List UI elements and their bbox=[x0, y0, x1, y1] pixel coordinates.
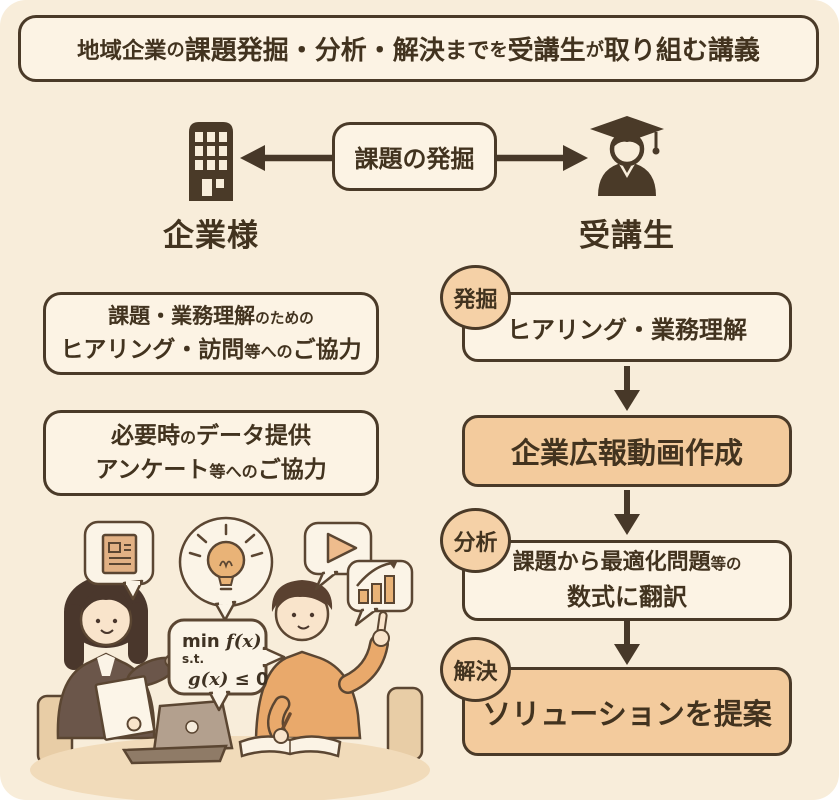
math-bubble: min f(x) s.t. g(x) ≤ 0 bbox=[167, 618, 286, 712]
chair bbox=[386, 686, 424, 762]
arrow-down-icon bbox=[614, 620, 640, 665]
writing-hand bbox=[273, 728, 289, 744]
man-figure bbox=[254, 580, 390, 745]
link-label-box: 課題の発掘 bbox=[332, 122, 497, 191]
document-icon bbox=[101, 533, 138, 575]
link-label: 課題の発掘 bbox=[354, 145, 475, 173]
graduate-icon bbox=[590, 116, 664, 196]
svg-text:min f(x): min f(x) bbox=[182, 631, 262, 652]
page-title: 地域企業の課題発掘・分析・解決までを受講生が取り組む講義 bbox=[18, 15, 819, 82]
play-icon bbox=[326, 532, 358, 564]
chart-icon bbox=[356, 560, 398, 604]
step-label: 企業広報動画作成 bbox=[510, 436, 743, 470]
panel-line: アンケート等へのご協力 bbox=[95, 457, 327, 483]
badge-solve: 解決 bbox=[440, 637, 511, 702]
math-formula: min f(x) s.t. g(x) ≤ 0 bbox=[182, 631, 269, 690]
speech-bubble-chart bbox=[346, 559, 414, 627]
step-label: ソリューションを提案 bbox=[482, 696, 772, 731]
svg-text:g(x) ≤ 0: g(x) ≤ 0 bbox=[188, 669, 269, 690]
holding-hand bbox=[126, 716, 142, 732]
flow-step-hearing: ヒアリング・業務理解 bbox=[462, 292, 792, 362]
panel-line: 課題・業務理解のための bbox=[108, 303, 314, 328]
svg-text:s.t.: s.t. bbox=[182, 652, 204, 666]
arrow-down-icon bbox=[614, 366, 640, 411]
flow-step-solution: ソリューションを提案 bbox=[462, 667, 792, 756]
company-request-data-panel: 必要時のデータ提供 アンケート等へのご協力 bbox=[43, 410, 379, 496]
speech-bubble-document bbox=[83, 520, 155, 601]
step-label: 数式に翻訳 bbox=[567, 583, 687, 611]
arrow-left-icon bbox=[240, 145, 334, 171]
panel-line: 必要時のデータ提供 bbox=[110, 422, 312, 449]
laptop bbox=[121, 699, 234, 765]
speech-bubble-idea bbox=[178, 516, 274, 622]
badge-discover: 発掘 bbox=[440, 265, 511, 330]
step-label: ヒアリング・業務理解 bbox=[507, 315, 747, 344]
lightbulb-icon bbox=[188, 523, 264, 591]
notebook bbox=[238, 735, 342, 758]
student-label: 受講生 bbox=[579, 218, 675, 254]
company-label: 企業様 bbox=[163, 218, 259, 254]
paper-sheet bbox=[94, 675, 156, 741]
badge-analyze: 分析 bbox=[440, 508, 511, 573]
arrow-right-icon bbox=[494, 145, 588, 171]
step-label: 課題から最適化問題等の bbox=[512, 550, 742, 575]
discussion-illustration: min f(x) s.t. g(x) ≤ 0 bbox=[30, 516, 430, 800]
panel-line: ヒアリング・訪問等へのご協力 bbox=[60, 336, 362, 363]
company-request-hearing-panel: 課題・業務理解のための ヒアリング・訪問等へのご協力 bbox=[43, 292, 379, 375]
flow-step-math: 課題から最適化問題等の 数式に翻訳 bbox=[462, 540, 792, 621]
arrow-down-icon bbox=[614, 490, 640, 535]
building-icon bbox=[189, 122, 233, 201]
flow-step-video: 企業広報動画作成 bbox=[462, 415, 792, 487]
